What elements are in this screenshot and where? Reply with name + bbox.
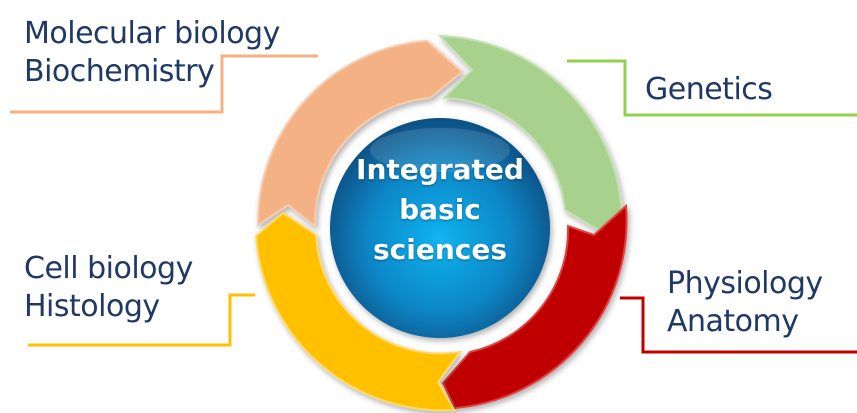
label-bottom-right: Physiology Anatomy <box>667 265 823 341</box>
center-circle <box>330 118 550 338</box>
label-anatomy: Anatomy <box>667 304 799 339</box>
center-label-line1: Integrated <box>356 153 524 186</box>
connector-line-top-right <box>567 59 857 117</box>
label-bottom-left: Cell biology Histology <box>24 250 193 326</box>
arrow-segment-bottom-left <box>254 211 463 412</box>
arrow-segment-top-left <box>256 39 464 229</box>
arrow-segment-bottom-right <box>441 203 628 410</box>
connector-line-top-left <box>10 54 318 114</box>
center-label-line2: basic <box>399 193 481 226</box>
connector-line-bottom-left <box>28 293 255 347</box>
center-label-line3: sciences <box>372 233 508 266</box>
label-top-right: Genetics <box>645 71 773 109</box>
center-label: Integrated basic sciences <box>330 150 550 270</box>
label-top-left: Molecular biology Biochemistry <box>24 15 280 91</box>
label-genetics: Genetics <box>645 72 773 107</box>
label-histology: Histology <box>24 289 160 324</box>
label-biochemistry: Biochemistry <box>24 54 215 89</box>
label-physiology: Physiology <box>667 266 823 301</box>
connector-line-bottom-right <box>620 296 857 354</box>
label-molecular-biology: Molecular biology <box>24 16 280 51</box>
label-cell-biology: Cell biology <box>24 251 193 286</box>
